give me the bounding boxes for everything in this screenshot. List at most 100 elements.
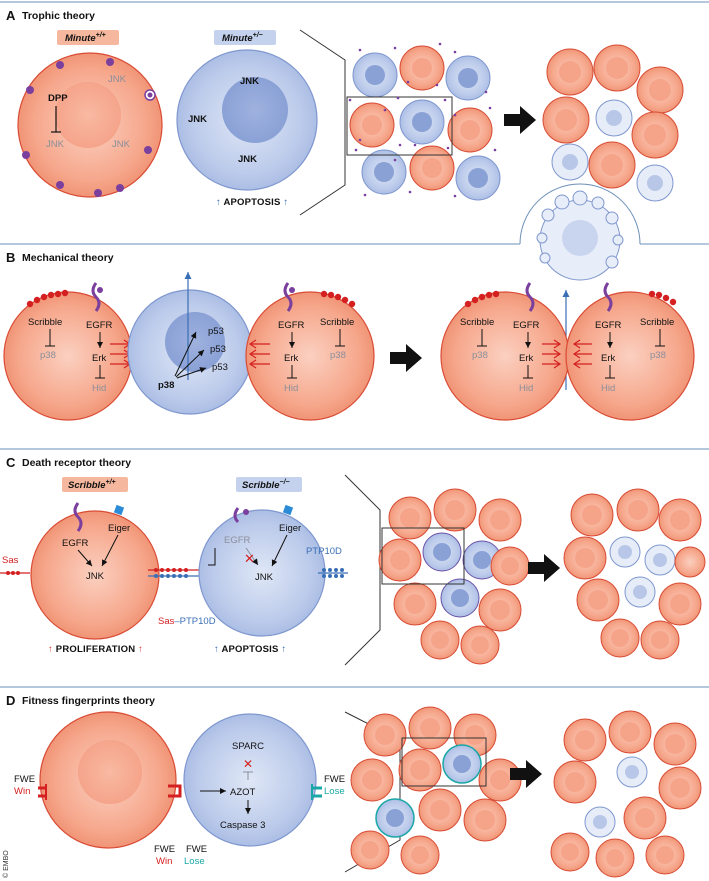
- b-hid-r: Hid: [284, 383, 298, 394]
- c-jnk-r: JNK: [255, 572, 274, 583]
- egfr-receptor-left: [91, 282, 103, 312]
- ptp10d-right: [318, 568, 348, 578]
- b-p53-1: p53: [208, 326, 224, 337]
- scrib-wt-badge: [62, 477, 128, 492]
- egfr-receptor-right: [283, 282, 295, 312]
- d-fwe-lose: FWE: [186, 844, 207, 855]
- panel-a-title: Trophic theory: [22, 10, 95, 22]
- b-p53-2: p53: [210, 344, 226, 355]
- b-scribble-l: Scribble: [28, 317, 62, 328]
- c-ptp10d-label: PTP10D: [306, 546, 342, 557]
- scribble-dots-right: [320, 290, 356, 308]
- b2-erk-l: Erk: [519, 353, 534, 364]
- b2-hid-l: Hid: [519, 383, 533, 394]
- minute-wt-badge: [57, 30, 119, 45]
- sas-label: Sas: [2, 555, 19, 566]
- zoom-bracket: [299, 29, 346, 216]
- panel-b: B Mechanical theory Scribble p38 EGFR Er…: [3, 183, 695, 421]
- jnk-het-1: JNK: [240, 76, 259, 87]
- tissue-a-right: [542, 44, 684, 202]
- b-egfr-r: EGFR: [278, 320, 305, 331]
- d-fwe-win: FWE: [154, 844, 175, 855]
- tissue-c-left: [378, 488, 530, 665]
- zoom-bracket-c: [344, 474, 381, 666]
- extruded-cell: [536, 190, 624, 281]
- b-erk-l: Erk: [92, 353, 107, 364]
- push-arrows-right: [248, 339, 270, 369]
- c-egfr-r: EGFR: [224, 535, 251, 546]
- b-p38-r: p38: [330, 350, 346, 361]
- b2-p38-r: p38: [650, 350, 666, 361]
- c-eiger-l: Eiger: [108, 523, 130, 534]
- c-jnk-l: JNK: [86, 571, 105, 582]
- b-p38-center: p38: [158, 380, 174, 391]
- b-erk-r: Erk: [284, 353, 299, 364]
- b2-egfr-l: EGFR: [513, 320, 540, 331]
- b-egfr-l: EGFR: [86, 320, 113, 331]
- scribble-dots-left: [26, 289, 69, 308]
- b2-erk-r: Erk: [601, 353, 616, 364]
- minute-het-label: Minute+/−: [222, 32, 263, 44]
- scrib-mut-label: Scribble−/−: [242, 479, 290, 491]
- panel-b-title: Mechanical theory: [22, 252, 114, 264]
- panel-d: D Fitness fingerprints theory FWE Win FW…: [2, 693, 702, 878]
- apoptosis-label: ↑ APOPTOSIS ↑: [216, 197, 288, 208]
- loser-nucleus: [222, 77, 288, 143]
- c-egfr-l: EGFR: [62, 538, 89, 549]
- arrow-d: [510, 760, 542, 788]
- b-p38-l: p38: [40, 350, 56, 361]
- d-win-l: Win: [14, 786, 30, 797]
- panel-c-title: Death receptor theory: [22, 457, 131, 469]
- dpp-label: DPP: [48, 93, 68, 104]
- panel-d-letter: D: [6, 693, 15, 708]
- tissue-d-left: [350, 706, 522, 875]
- jnk-label-3: JNK: [112, 139, 131, 150]
- sas-ptp10d-junction: [148, 568, 200, 578]
- inhibit-cross: ✕: [244, 551, 255, 566]
- jnk-label-2: JNK: [46, 139, 65, 150]
- scrib-mut-badge: [236, 477, 302, 492]
- b2-scribble-r: Scribble: [640, 317, 674, 328]
- panel-d-title: Fitness fingerprints theory: [22, 695, 155, 707]
- d-fwe-r: FWE: [324, 774, 345, 785]
- tissue-d-right: [550, 710, 702, 878]
- push-arrows-left: [110, 339, 132, 369]
- b-p53-3: p53: [212, 362, 228, 373]
- arrow-b: [390, 344, 422, 372]
- d-azot: AZOT: [230, 787, 256, 798]
- d-lose-c: Lose: [184, 856, 205, 867]
- panel-a: A Trophic theory Minute+/+ DPP JNK JNK J…: [6, 8, 684, 216]
- b2-p38-l: p38: [472, 350, 488, 361]
- tissue-a-left: [346, 42, 501, 201]
- c-winner: [30, 510, 160, 640]
- zoom-box-d: [401, 737, 487, 787]
- sas-ptp10d-label: Sas–PTP10D: [158, 616, 216, 627]
- arrow-c: [528, 554, 560, 582]
- jnk-label-1: JNK: [108, 74, 127, 85]
- jnk-het-3: JNK: [238, 154, 257, 165]
- scrib-wt-label: Scribble+/+: [68, 479, 116, 491]
- b2-scribble-l: Scribble: [460, 317, 494, 328]
- proliferation-label: ↑ PROLIFERATION ↑: [48, 644, 143, 655]
- d-lose-r: Lose: [324, 786, 345, 797]
- b2-winner-left: [440, 291, 570, 421]
- b2-hid-r: Hid: [601, 383, 615, 394]
- c-eiger-r: Eiger: [279, 523, 301, 534]
- d-loser: [183, 713, 317, 847]
- zoom-box-a: [346, 96, 453, 156]
- panel-b-letter: B: [6, 250, 15, 265]
- b2-egfr-r: EGFR: [595, 320, 622, 331]
- b2-winner-right: [565, 291, 695, 421]
- b-scribble-r: Scribble: [320, 317, 354, 328]
- fwe-lose-right: [311, 784, 322, 800]
- d-sparc-cross: ✕: [243, 757, 253, 771]
- minute-het-badge: [214, 30, 276, 45]
- fwe-win-left: [38, 784, 47, 800]
- b-winner-left: [3, 291, 133, 421]
- b-hid-l: Hid: [92, 383, 106, 394]
- minute-wt-label: Minute+/+: [65, 32, 106, 44]
- d-win-c: Win: [156, 856, 172, 867]
- c-apoptosis-label: ↑ APOPTOSIS ↑: [214, 644, 286, 655]
- arrow-a: [504, 106, 536, 134]
